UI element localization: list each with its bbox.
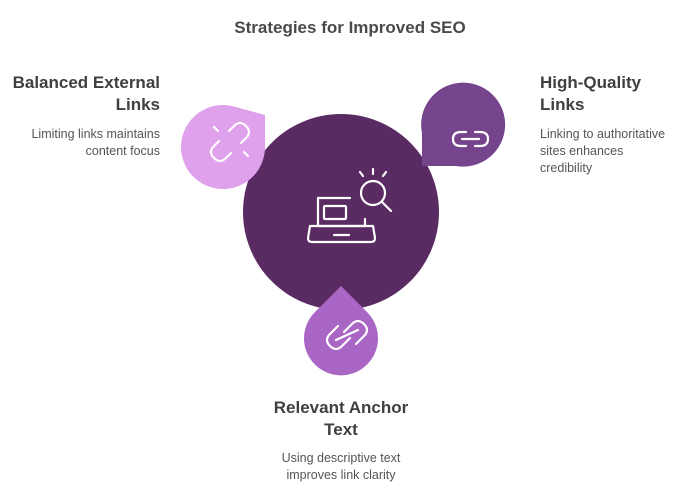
- broken-link-icon: [209, 121, 251, 163]
- item-heading-relevant-anchor-text: Relevant Anchor Text: [241, 397, 441, 441]
- heading-line: High-Quality: [540, 73, 642, 92]
- heading-line: Text: [324, 420, 358, 439]
- item-heading-balanced-external-links: Balanced External Links: [10, 72, 160, 116]
- description-line: sites enhances: [540, 144, 624, 158]
- page-title: Strategies for Improved SEO: [234, 18, 466, 37]
- description-line: Limiting links maintains: [31, 127, 160, 141]
- heading-line: Links: [540, 95, 585, 114]
- heading-line: Links: [115, 95, 160, 114]
- link-icon: [451, 130, 490, 148]
- center-circle: [243, 114, 439, 310]
- right-drop: [421, 82, 506, 167]
- item-description-balanced-external-links: Limiting links maintains content focus: [10, 126, 160, 160]
- item-description-high-quality-links: Linking to authoritative sites enhances …: [540, 126, 690, 177]
- description-line: improves link clarity: [286, 468, 396, 482]
- heading-line: Balanced External: [12, 73, 160, 92]
- description-line: Linking to authoritative: [540, 127, 666, 141]
- chain-link-icon: [325, 319, 369, 351]
- description-line: Using descriptive text: [281, 451, 401, 465]
- item-heading-high-quality-links: High-Quality Links: [540, 72, 690, 116]
- laptop-search-icon: [306, 167, 393, 244]
- description-line: content focus: [85, 144, 160, 158]
- bottom-drop: [304, 286, 378, 376]
- heading-line: Relevant Anchor: [273, 398, 409, 417]
- left-drop: [181, 105, 265, 190]
- item-description-relevant-anchor-text: Using descriptive text improves link cla…: [241, 450, 441, 484]
- description-line: credibility: [540, 161, 593, 175]
